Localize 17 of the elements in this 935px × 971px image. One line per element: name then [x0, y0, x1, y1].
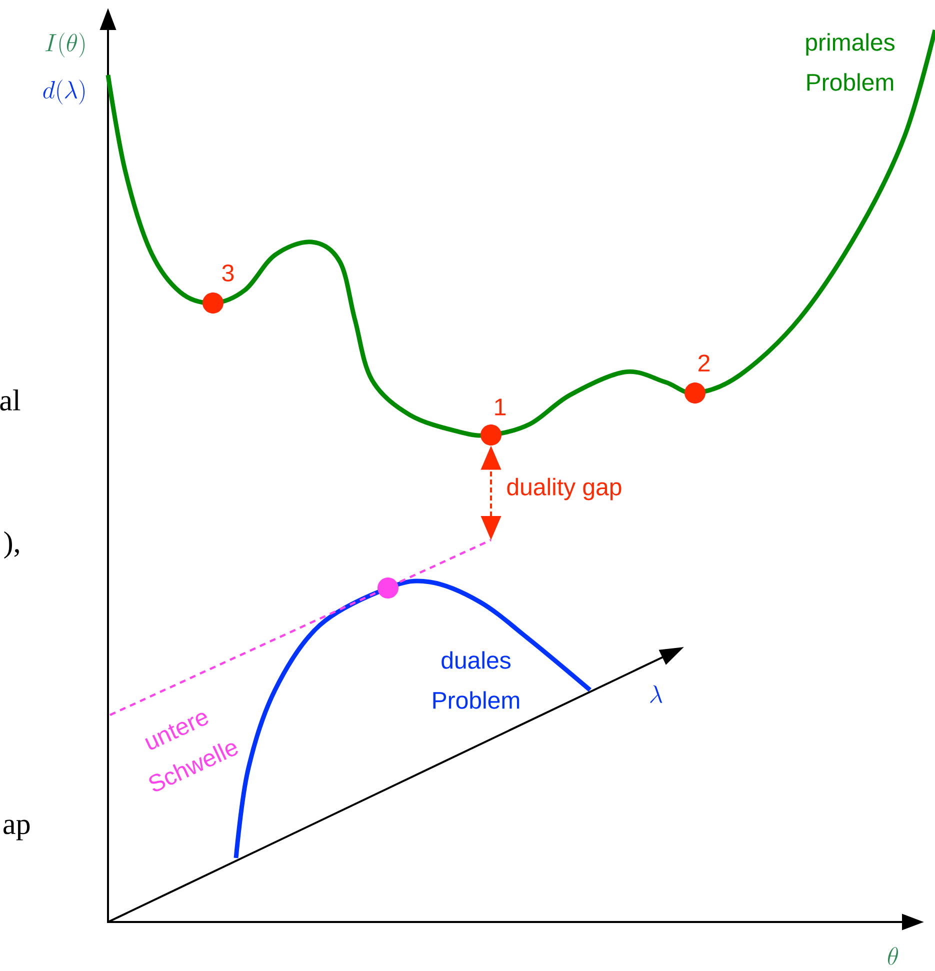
point-marker [480, 424, 502, 446]
axis-label: $\theta$ [888, 947, 898, 965]
point-number: 3 [222, 264, 234, 282]
point-number: 1 [495, 398, 506, 416]
point-marker [684, 382, 706, 404]
edge-label: duality gap [505, 476, 624, 502]
curve-label: primales Problem [806, 33, 894, 91]
point-number: 2 [698, 354, 710, 372]
axis-label: $I(\theta)$ [45, 32, 85, 58]
point-marker [378, 578, 398, 598]
text-fragment: ap [4, 820, 30, 840]
text-fragment: al [0, 389, 20, 411]
curve-label: duales Problem [433, 651, 520, 709]
text-fragment: ), [4, 531, 19, 559]
point-marker [202, 292, 224, 314]
axis-label: $d(\lambda)$ [43, 80, 85, 104]
axis-label: $\lambda$ [650, 685, 662, 703]
